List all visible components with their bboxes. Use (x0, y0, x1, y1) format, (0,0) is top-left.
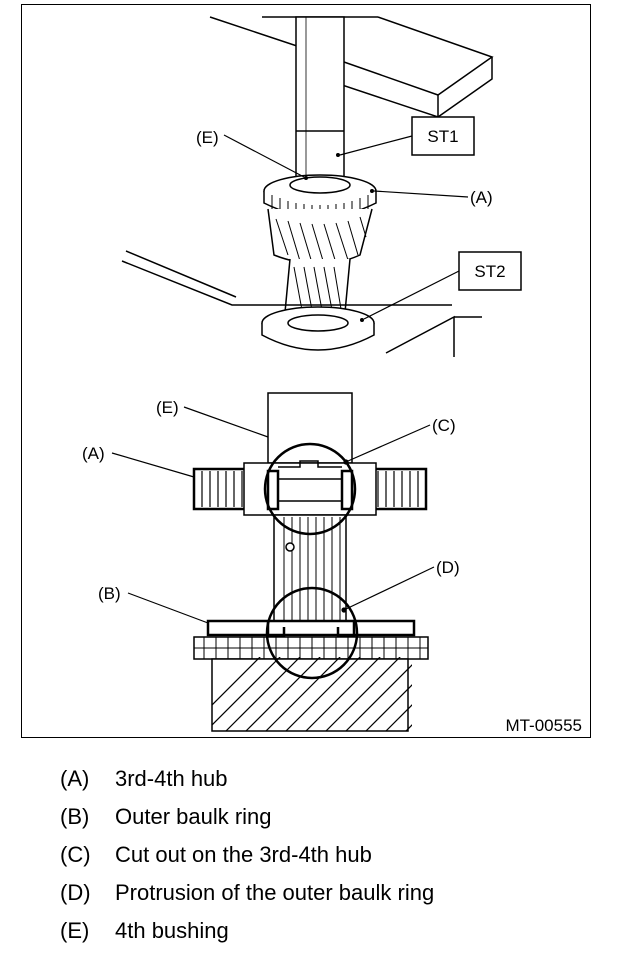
label-bot-e: (E) (156, 398, 179, 417)
press-shaft (295, 16, 345, 188)
legend-list: (A) 3rd-4th hub (B) Outer baulk ring (C) Cu… (60, 764, 434, 954)
legend-key: (B) (60, 804, 90, 829)
legend-item: (D) Protrusion of the outer baulk ring (60, 878, 434, 916)
top-labels: ST1 ST2 (E) (A) (196, 116, 522, 322)
legend-key: (E) (60, 918, 90, 943)
legend-text: 3rd-4th hub (115, 766, 228, 791)
legend-text: 4th bushing (115, 918, 229, 943)
legend-text: Cut out on the 3rd-4th hub (115, 842, 372, 867)
legend-item: (A) 3rd-4th hub (60, 764, 434, 802)
press-table (121, 250, 482, 357)
label-bot-b: (B) (98, 584, 121, 603)
press-illustration (121, 16, 494, 357)
splined-shaft (273, 514, 347, 626)
legend-key: (D) (60, 880, 91, 905)
legend-key: (C) (60, 842, 91, 867)
st2-box (458, 251, 522, 291)
legend-key: (A) (60, 766, 90, 791)
label-top-a: (A) (470, 188, 493, 207)
legend-item: (C) Cut out on the 3rd-4th hub (60, 840, 434, 878)
gear-base (211, 658, 409, 732)
bushing (267, 392, 353, 464)
diagram-drawing: ST1 ST2 (E) (A) (82, 16, 582, 735)
st1-box (411, 116, 475, 156)
cross-section (192, 392, 429, 732)
label-top-e: (E) (196, 128, 219, 147)
outer-baulk-ring (206, 619, 416, 637)
legend-text: Protrusion of the outer baulk ring (115, 880, 435, 905)
label-bot-a: (A) (82, 444, 105, 463)
legend-item: (E) 4th bushing (60, 916, 434, 954)
label-bot-d: (D) (436, 558, 460, 577)
helical-gear (267, 208, 373, 265)
detail-circle-d (265, 586, 359, 680)
figure-id: MT-00555 (505, 716, 582, 735)
detail-circle-c (263, 442, 357, 536)
label-st2: ST2 (474, 262, 505, 281)
label-st1: ST1 (427, 127, 458, 146)
legend-text: Outer baulk ring (115, 804, 272, 829)
legend-item: (B) Outer baulk ring (60, 802, 434, 840)
label-bot-c: (C) (432, 416, 456, 435)
press-beam (209, 16, 494, 96)
bottom-labels: (E) (C) (A) (B) (D) (82, 398, 460, 624)
diagram-figure: ST1 ST2 (E) (A) (21, 4, 591, 738)
